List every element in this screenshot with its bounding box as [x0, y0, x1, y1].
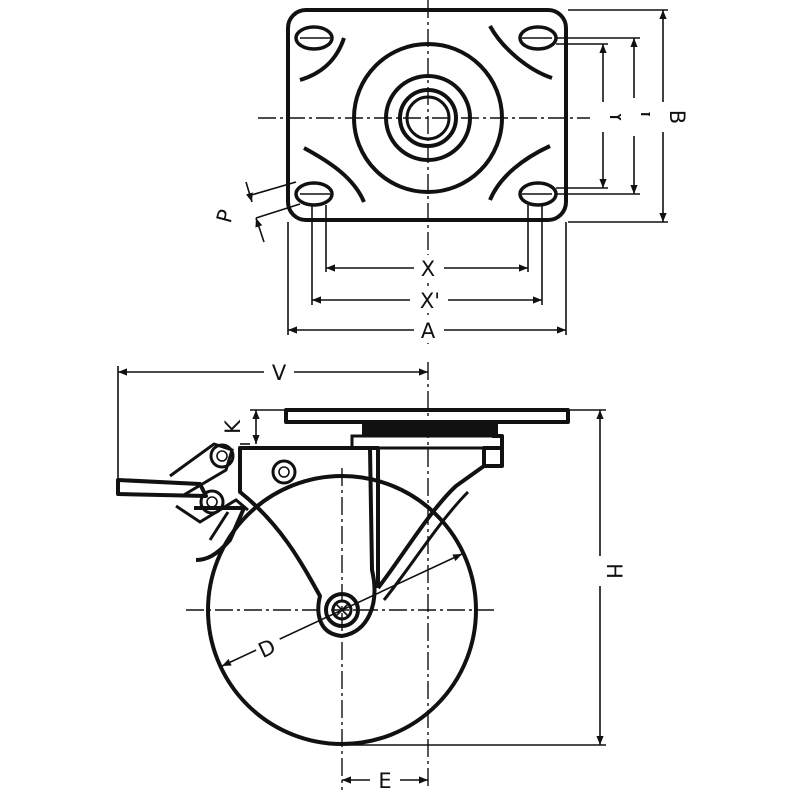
label-x: X [421, 257, 435, 281]
dimension-v: V [118, 359, 428, 385]
bearing-collar-right [484, 434, 504, 468]
top-plate-view [258, 0, 668, 345]
swivel-boss-outer [352, 42, 504, 194]
brake-rivet-upper-inner [216, 450, 228, 462]
kingpin-hole [405, 95, 451, 141]
plate-rib-bottom-left [303, 146, 366, 203]
dimension-b: B [650, 10, 689, 222]
brake-rivet-upper [209, 443, 235, 469]
brake-lever [116, 478, 208, 498]
bolt-slot-bottom-right [518, 181, 558, 207]
label-b: B [665, 110, 689, 124]
dimension-h: H [587, 410, 626, 745]
brake-arm-upper [169, 442, 234, 498]
dimension-p: P [212, 181, 301, 243]
dimension-k: K [221, 410, 260, 444]
brake-rivet-lower-inner [206, 496, 218, 508]
label-p: P [212, 207, 238, 225]
plate-rib-top-right [488, 25, 553, 80]
fork-rivet [271, 459, 297, 485]
dimension-x: X [326, 255, 528, 281]
label-e: E [378, 769, 391, 793]
side-caster-view [116, 362, 606, 790]
plate-rib-bottom-right [488, 144, 551, 201]
fork-rivet-inner [278, 466, 290, 478]
label-v: V [272, 361, 287, 385]
side-top-plate [284, 408, 570, 424]
dimension-e: E [342, 767, 428, 793]
dimension-x-prime: X' [312, 287, 542, 313]
plate-rib-top-left [299, 37, 346, 82]
label-x-prime: X' [420, 289, 440, 313]
kingpin-ring [398, 88, 458, 148]
brake-arm-lower [175, 498, 249, 524]
swivel-boss-inner [384, 74, 472, 162]
bolt-slot-top-right [518, 25, 558, 51]
dimension-a: A [288, 317, 566, 343]
swivel-bearing [362, 422, 498, 436]
brake-shoe [194, 506, 246, 562]
fork-back-strut [370, 446, 380, 588]
dimension-y-prime: Y' [621, 38, 660, 194]
label-h: H [602, 563, 626, 579]
bolt-slot-top-left [294, 25, 334, 51]
label-a: A [421, 319, 436, 343]
label-k: K [221, 419, 245, 434]
mounting-plate-outline [286, 8, 568, 222]
brake-pad [208, 511, 230, 541]
bolt-slot-bottom-left [294, 181, 334, 207]
dimension-d: D [221, 553, 463, 667]
